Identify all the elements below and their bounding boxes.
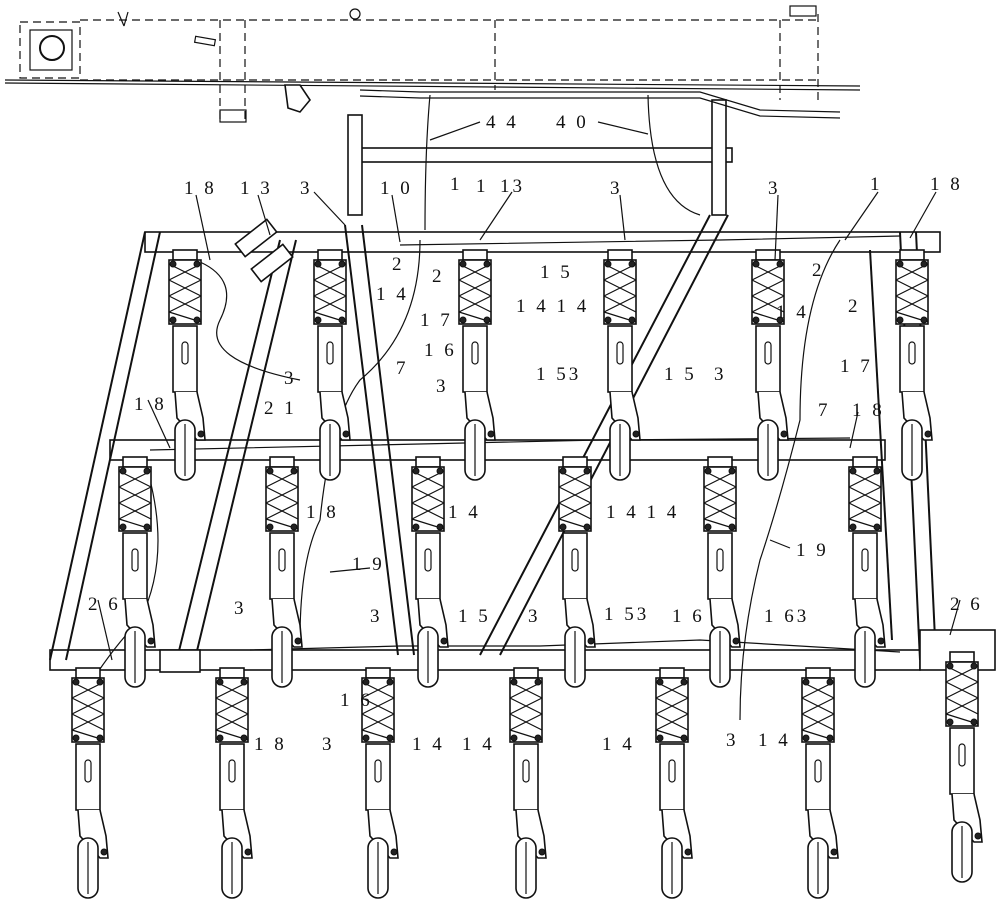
label-15-c: 1 5 — [458, 606, 491, 627]
label-2-a: 2 — [392, 254, 405, 275]
hitch-assembly — [4, 5, 861, 123]
label-3-e: 3 — [436, 376, 449, 397]
label-19-b: 1 9 — [796, 540, 829, 561]
label-17-a: 1 7 — [420, 310, 453, 331]
label-1-a: 1 — [450, 174, 463, 195]
label-21: 2 1 — [264, 398, 297, 419]
label-18-mid-left: 1 8 — [134, 394, 167, 415]
label-3-d: 3 — [284, 368, 297, 389]
leader-lines — [97, 121, 961, 661]
label-15-a: 1 5 — [540, 262, 573, 283]
label-2-d: 2 — [848, 296, 861, 317]
label-1-b: 1 — [476, 176, 489, 197]
label-18-mid: 1 8 — [306, 502, 339, 523]
label-3-b: 3 — [610, 178, 623, 199]
label-14-b: 1 4 — [776, 302, 809, 323]
part-labels: 4 4 4 0 1 8 1 3 3 1 0 1 1 13 3 3 1 1 8 2… — [88, 112, 983, 755]
label-19-a: 1 9 — [352, 554, 385, 575]
label-2-c: 2 — [812, 260, 825, 281]
label-7-b: 7 — [818, 400, 831, 421]
label-3-i: 3 — [528, 606, 541, 627]
label-3-a: 3 — [300, 178, 313, 199]
label-1-c: 1 — [870, 174, 883, 195]
label-44: 4 4 — [486, 112, 519, 133]
label-3-g: 3 — [234, 598, 247, 619]
label-14-d: 1 4 — [412, 734, 445, 755]
top-crossbar — [347, 89, 841, 231]
label-7-a: 7 — [396, 358, 409, 379]
label-3-h: 3 — [370, 606, 383, 627]
label-18-rear-left: 1 8 — [184, 178, 217, 199]
label-15-b: 1 5 — [664, 364, 697, 385]
label-13-b: 13 — [500, 176, 525, 197]
label-14-g: 1 4 — [758, 730, 791, 751]
label-14-f: 1 4 — [602, 734, 635, 755]
label-14-e: 1 4 — [462, 734, 495, 755]
label-14-c: 1 4 — [448, 502, 481, 523]
label-16-a: 1 6 — [424, 340, 457, 361]
label-2-b: 2 — [432, 266, 445, 287]
label-18-mid-right: 1 8 — [852, 400, 885, 421]
label-26-left: 2 6 — [88, 594, 121, 615]
label-3-k: 3 — [726, 730, 739, 751]
row-units-front — [71, 651, 983, 899]
label-16-c: 1 6 — [340, 690, 373, 711]
label-17-b: 1 7 — [840, 356, 873, 377]
label-10: 1 0 — [380, 178, 413, 199]
label-18-front: 1 8 — [254, 734, 287, 755]
label-40: 4 0 — [556, 112, 589, 133]
label-13-a: 1 3 — [240, 178, 273, 199]
label-14-1-4: 1 4 1 4 — [516, 296, 589, 317]
label-14-a: 1 4 — [376, 284, 409, 305]
label-153-a: 1 53 — [536, 364, 581, 385]
label-3-c: 3 — [768, 178, 781, 199]
label-3-f: 3 — [714, 364, 727, 385]
label-163: 1 63 — [764, 606, 809, 627]
label-16-b: 1 6 — [672, 606, 705, 627]
label-14-14: 1 4 1 4 — [606, 502, 679, 523]
label-18-rear-right: 1 8 — [930, 174, 963, 195]
label-3-j: 3 — [322, 734, 335, 755]
label-26-right: 2 6 — [950, 594, 983, 615]
label-153-b: 1 53 — [604, 604, 649, 625]
